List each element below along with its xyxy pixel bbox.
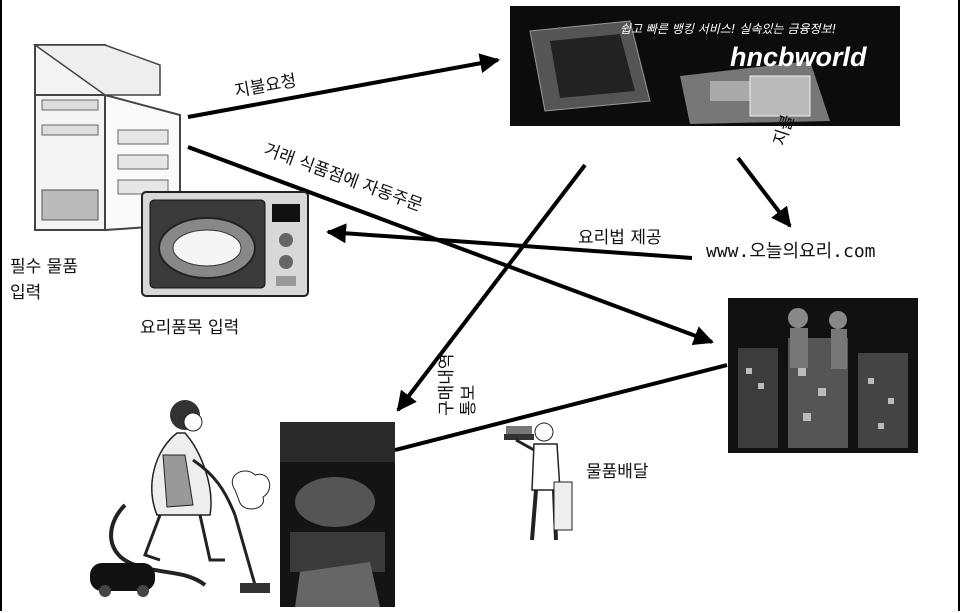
essentials-label-line1: 필수 물품 bbox=[10, 257, 78, 277]
bank-brand: hncbworld bbox=[730, 42, 867, 72]
recipe-site-label: www.오늘의요리.com bbox=[706, 241, 876, 262]
kitchen-photo bbox=[280, 422, 395, 607]
cooking-items-label: 요리품목 입력 bbox=[140, 318, 240, 338]
woman-vacuuming-icon bbox=[85, 395, 275, 600]
purchase-notify-label-line2: 통보 bbox=[459, 384, 479, 416]
essentials-label-line2: 입력 bbox=[10, 283, 42, 303]
arrow-payment bbox=[736, 156, 792, 228]
arrow-recipe bbox=[326, 223, 693, 260]
arrow-payment-request bbox=[187, 53, 500, 119]
bank-banner-image: 쉽고 빠른 뱅킹 서비스! 실속있는 금융정보! hncbworld bbox=[510, 6, 900, 126]
recipe-provided-label: 요리법 제공 bbox=[578, 228, 662, 248]
purchase-notify-label-line1: 구매내역 bbox=[437, 353, 457, 416]
arrow-delivery bbox=[394, 363, 728, 452]
microwave-icon bbox=[140, 190, 310, 298]
arrow-auto-order bbox=[187, 145, 714, 346]
grocery-store-photo bbox=[728, 298, 918, 453]
delivery-man-icon bbox=[502, 420, 582, 545]
delivery-label: 물품배달 bbox=[586, 462, 649, 482]
arrow-purchase-notify bbox=[396, 163, 587, 412]
bank-slogan: 쉽고 빠른 뱅킹 서비스! 실속있는 금융정보! bbox=[620, 22, 837, 36]
